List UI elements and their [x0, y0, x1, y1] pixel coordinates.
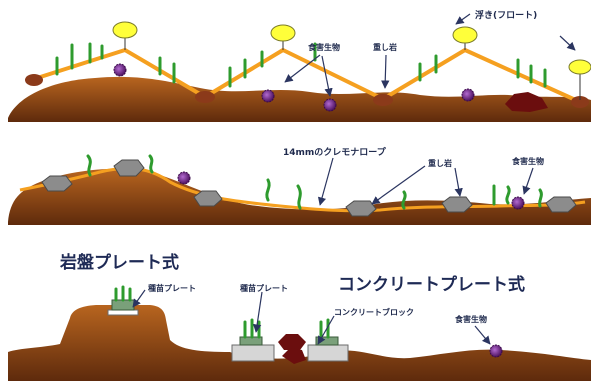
kelp-group-1: [55, 42, 547, 88]
predator-urchin: [489, 344, 503, 358]
label-predator-2: 食害生物: [512, 156, 544, 166]
title-concrete-plate: コンクリートプレート式: [338, 274, 525, 295]
label-rope: 14mmのクレモナロープ: [283, 146, 387, 158]
float-buoy: [568, 59, 591, 75]
anchor-weight: [571, 96, 589, 108]
concrete-block: [231, 344, 275, 362]
kelp-group-2: [86, 154, 543, 210]
weight-stone: [113, 159, 145, 177]
predator-urchin: [511, 196, 525, 210]
dark-rock: [505, 92, 548, 112]
predator-urchin: [113, 63, 127, 77]
seabed-1: [8, 76, 591, 122]
label-predator-3: 食害生物: [455, 314, 487, 324]
label-predator-1: 食害生物: [308, 42, 340, 52]
float-buoy: [452, 26, 478, 44]
concrete-block: [307, 344, 349, 362]
dark-rock: [282, 348, 306, 364]
predator-urchin: [177, 171, 191, 185]
float-buoy: [270, 24, 296, 42]
predator-urchin: [261, 89, 275, 103]
title-bedrock-plate: 岩盤プレート式: [59, 252, 179, 273]
seed-plate-bedrock: [107, 309, 139, 316]
label-seed-plate-left: 種苗プレート: [148, 283, 196, 293]
weight-stone: [545, 196, 577, 213]
label-float: 浮き(フロート): [475, 9, 537, 21]
seabed-3: [8, 305, 591, 381]
predator-urchin: [323, 98, 337, 112]
panel-plates: 岩盤プレート式 コンクリートプレート式: [8, 252, 591, 381]
seabed-2: [8, 168, 591, 225]
dark-rock: [278, 334, 306, 350]
predator-urchin: [461, 88, 475, 102]
label-concrete-block: コンクリートブロック: [334, 307, 414, 317]
label-weight-stone-2: 重し岩: [428, 158, 452, 168]
anchor-weight: [25, 74, 43, 86]
weight-stone: [345, 200, 377, 217]
weight-stone: [41, 175, 73, 192]
panel-float-rope: 食害生物 重し岩 浮き(フロート): [8, 9, 591, 122]
label-weight-stone-1: 重し岩: [373, 42, 397, 52]
float-buoy: [112, 21, 138, 39]
anchor-weight: [373, 94, 393, 106]
label-seed-plate-right: 種苗プレート: [240, 283, 288, 293]
anchor-weight: [195, 91, 215, 103]
panel-bottom-rope: 14mmのクレモナロープ 重し岩 食害生物: [8, 146, 591, 225]
weight-stone: [441, 196, 473, 213]
cremona-rope: [19, 166, 586, 213]
weight-stone: [193, 190, 223, 207]
